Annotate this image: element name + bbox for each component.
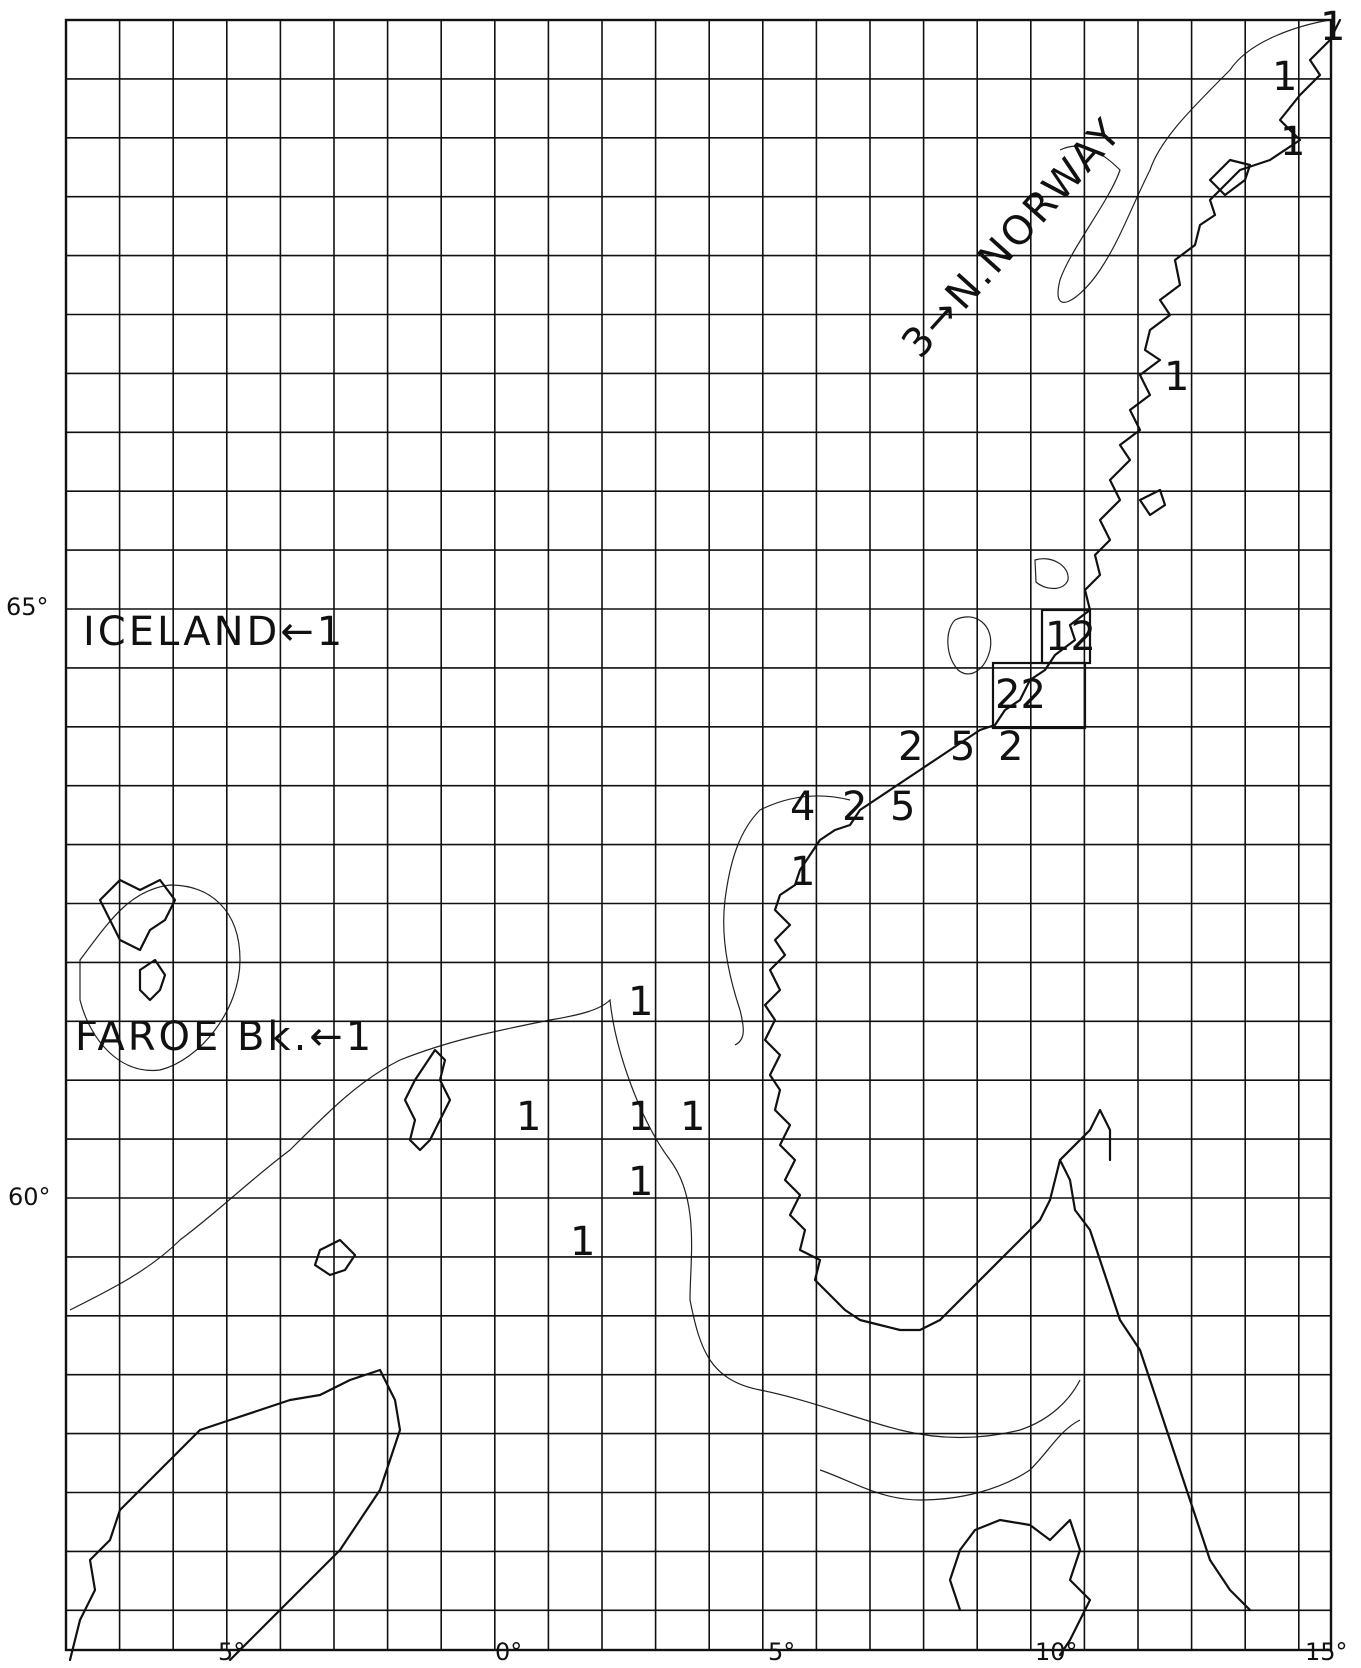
- count-label: 2: [998, 724, 1023, 770]
- lon-label-15e: 15°: [1305, 1638, 1348, 1666]
- lon-label-0: 0°: [495, 1638, 522, 1666]
- count-label: 1: [1320, 4, 1345, 50]
- denmark-coastline: [948, 1518, 1092, 1657]
- lon-label-5e: 5°: [768, 1638, 795, 1666]
- count-label: 1: [790, 849, 815, 895]
- scotland-coastline: [68, 1368, 402, 1662]
- count-label: 1: [680, 1094, 705, 1140]
- count-label: 22: [995, 672, 1046, 718]
- map-frame: [64, 18, 1333, 1652]
- north-norway-label: 3→N.NORWAY: [893, 109, 1131, 367]
- grid-lines: [66, 20, 1331, 1650]
- count-label: 1: [570, 1219, 595, 1265]
- count-label: 1: [1164, 354, 1189, 400]
- island-mid-norway: [1138, 488, 1167, 517]
- lat-label-65: 65°: [6, 593, 49, 621]
- iceland-label: ICELAND←1: [83, 609, 345, 655]
- lat-label-60: 60°: [8, 1183, 51, 1211]
- depth-contour-mid-norway: [723, 795, 851, 1046]
- count-label: 1: [628, 1159, 653, 1205]
- count-label: 2: [842, 784, 867, 830]
- depth-contour-bank-b: [947, 616, 992, 675]
- norway-coastline: [763, 18, 1342, 1612]
- count-label: 1: [516, 1094, 541, 1140]
- coastlines: [68, 18, 1342, 1662]
- count-label: 1: [1280, 119, 1305, 165]
- depth-contours: [69, 19, 1331, 1501]
- count-label: 12: [1045, 614, 1096, 660]
- count-label: 1: [1272, 54, 1297, 100]
- depth-contour-faroe: [79, 884, 241, 1072]
- lon-label-5w: 5°: [218, 1638, 245, 1666]
- depth-contour-norway-shelf: [1057, 19, 1331, 303]
- faroe-islands: [98, 878, 177, 952]
- depth-contour-north-sea: [69, 998, 1081, 1439]
- count-label: 1: [628, 1094, 653, 1140]
- count-label: 4: [790, 784, 815, 830]
- count-label: 2: [898, 724, 923, 770]
- faroe-bank-label: FAROE Bk.←1: [75, 1014, 374, 1060]
- orkney-islands: [313, 1238, 357, 1277]
- count-labels: 1 1 1 1 1 12 22 2 5 2 4 2 5 1 1 1 1 1 1 …: [516, 4, 1345, 1265]
- count-label: 5: [950, 724, 975, 770]
- highlight-box-12: [1040, 608, 1092, 665]
- highlight-box-22: [991, 661, 1087, 730]
- shetland-islands: [403, 1048, 452, 1152]
- depth-contour-bank-a: [1034, 558, 1069, 590]
- sweden-coast-east: [1058, 1108, 1112, 1162]
- lofoten-islands: [1208, 158, 1252, 197]
- count-label: 5: [890, 784, 915, 830]
- lon-label-10e: 10°: [1035, 1638, 1078, 1666]
- count-label: 1: [628, 979, 653, 1025]
- depth-contour-skagerrak: [819, 1419, 1081, 1501]
- faroe-islands-south: [138, 958, 167, 1002]
